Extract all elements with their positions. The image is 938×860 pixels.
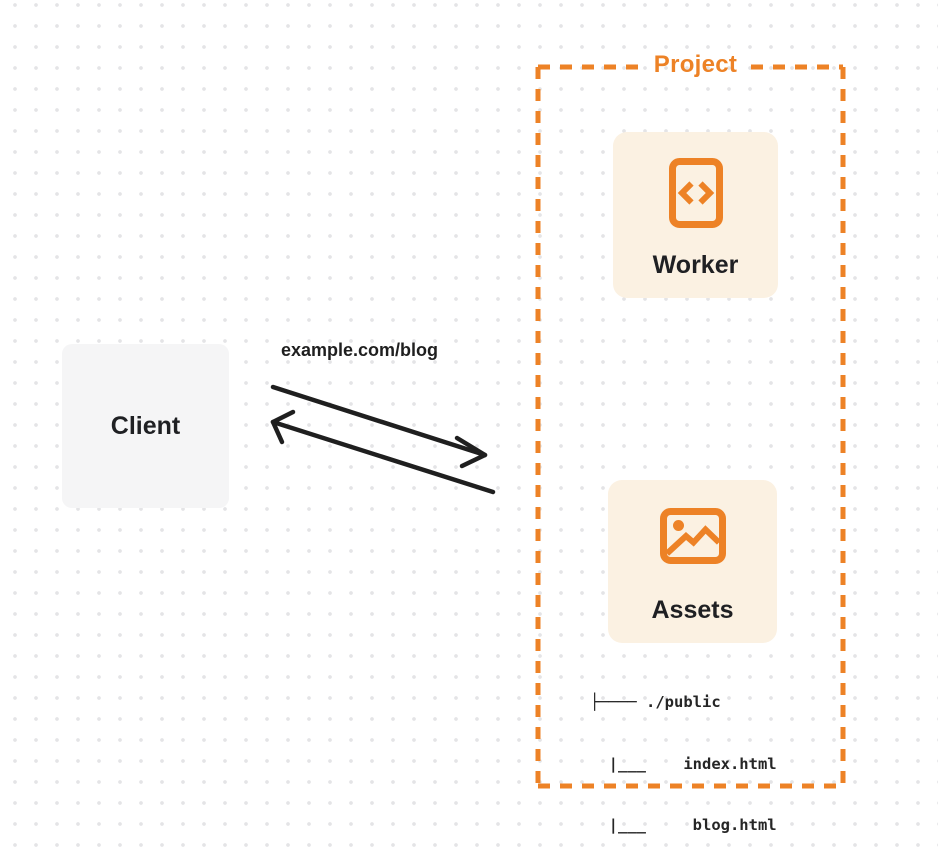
file-tree-line-index: |___ index.html <box>590 754 777 773</box>
assets-card: Assets <box>608 480 777 643</box>
assets-card-label: Assets <box>651 596 734 624</box>
request-url-label: example.com/blog <box>281 340 439 360</box>
client-card-label: Client <box>110 411 181 440</box>
file-tree-line-blog: |___ blog.html <box>590 816 777 834</box>
image-icon <box>659 508 726 564</box>
assets-file-tree: ├──── ./public |___ index.html |___ blog… <box>590 651 777 860</box>
worker-card-label: Worker <box>652 251 739 279</box>
worker-card: Worker <box>613 132 778 298</box>
request-arrow <box>270 384 488 469</box>
response-arrow <box>270 409 496 495</box>
file-tree-line-public: ├──── ./public <box>590 693 721 711</box>
code-brackets-icon <box>668 158 723 228</box>
project-group-label: Project <box>653 51 738 78</box>
client-card: Client <box>62 344 229 508</box>
